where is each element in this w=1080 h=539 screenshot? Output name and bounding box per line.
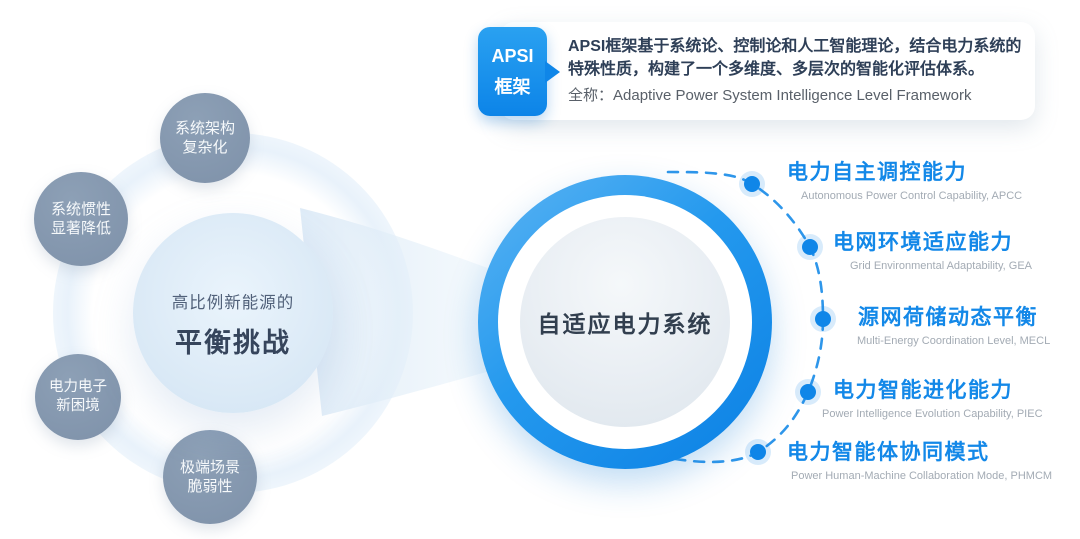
capability-item-piec: 电力智能进化能力 Power Intelligence Evolution Ca… <box>822 378 1043 421</box>
bubble-text-line: 复杂化 <box>182 139 228 156</box>
arc-node-dot <box>802 239 818 255</box>
apsi-full-name: 全称：Adaptive Power System Intelligence Le… <box>568 87 972 105</box>
capability-subtitle-en: Grid Environmental Adaptability, GEA <box>850 260 1032 272</box>
capability-subtitle-en: Autonomous Power Control Capability, APC… <box>801 190 1023 202</box>
capability-subtitle-en: Power Human-Machine Collaboration Mode, … <box>791 470 1053 482</box>
capability-subtitle-en: Power Intelligence Evolution Capability,… <box>822 408 1043 420</box>
apsi-badge: APSI 框架 <box>478 27 547 116</box>
challenge-bubble-electronics: 电力电子 新困境 <box>35 354 121 440</box>
capability-item-apcc: 电力自主调控能力 Autonomous Power Control Capabi… <box>787 160 1022 203</box>
bubble-text-line: 显著降低 <box>50 220 111 237</box>
apsi-badge-line1: APSI <box>491 45 534 66</box>
capability-title-zh: 电力自主调控能力 <box>787 161 967 184</box>
challenge-bubble-architecture: 系统架构 复杂化 <box>160 93 250 183</box>
arc-node-dot-halo <box>739 171 765 197</box>
bubble-text-line: 电力电子 <box>49 379 107 396</box>
apsi-badge-line2: 框架 <box>494 76 531 97</box>
arc-node-dot <box>744 176 760 192</box>
arc-node-dot <box>750 444 766 460</box>
capability-title-zh: 源网荷储动态平衡 <box>858 306 1038 329</box>
challenge-bubble-extreme: 极端场景 脆弱性 <box>163 430 257 524</box>
core-ring-inner-circle: 自适应电力系统 <box>520 217 730 427</box>
arc-node-dot-halo <box>810 306 836 332</box>
apsi-info-card: APSI 框架 APSI框架基于系统论、控制论和人工智能理论，结合电力系统的特殊… <box>478 22 1035 120</box>
bubble-text-line: 极端场景 <box>179 458 240 476</box>
core-ring-white-band: 自适应电力系统 <box>498 195 752 449</box>
capability-item-mecl: 源网荷储动态平衡 Multi-Energy Coordination Level… <box>857 305 1051 348</box>
bubble-text-line: 新困境 <box>56 398 100 414</box>
central-challenge-subtitle: 高比例新能源的 <box>171 293 295 312</box>
bubble-text-line: 系统架构 <box>174 119 235 137</box>
bubble-text-line: 系统惯性 <box>50 200 111 218</box>
core-system-ring: 自适应电力系统 <box>478 175 772 469</box>
capability-item-phmcm: 电力智能体协同模式 Power Human-Machine Collaborat… <box>787 440 1052 483</box>
bubble-text-line: 脆弱性 <box>187 478 233 495</box>
capability-title-zh: 电力智能进化能力 <box>833 379 1013 402</box>
arc-node-dot <box>800 384 816 400</box>
apsi-card-text: APSI框架基于系统论、控制论和人工智能理论，结合电力系统的特殊性质，构建了一个… <box>568 35 1028 105</box>
challenge-bubble-inertia: 系统惯性 显著降低 <box>34 172 128 266</box>
capability-item-gea: 电网环境适应能力 Grid Environmental Adaptability… <box>833 230 1032 273</box>
capability-subtitle-en: Multi-Energy Coordination Level, MECL <box>857 335 1051 347</box>
arc-node-dot-halo <box>795 379 821 405</box>
core-system-label: 自适应电力系统 <box>537 311 713 337</box>
arc-node-dot-halo <box>745 439 771 465</box>
capability-title-zh: 电力智能体协同模式 <box>787 441 990 464</box>
capability-title-zh: 电网环境适应能力 <box>833 231 1013 254</box>
central-challenge-title: 平衡挑战 <box>175 327 291 358</box>
arc-node-dot <box>815 311 831 327</box>
apsi-description: APSI框架基于系统论、控制论和人工智能理论，结合电力系统的特殊性质，构建了一个… <box>568 38 1022 79</box>
arc-node-dot-halo <box>797 234 823 260</box>
central-challenge-circle: 高比例新能源的 平衡挑战 <box>133 213 333 413</box>
